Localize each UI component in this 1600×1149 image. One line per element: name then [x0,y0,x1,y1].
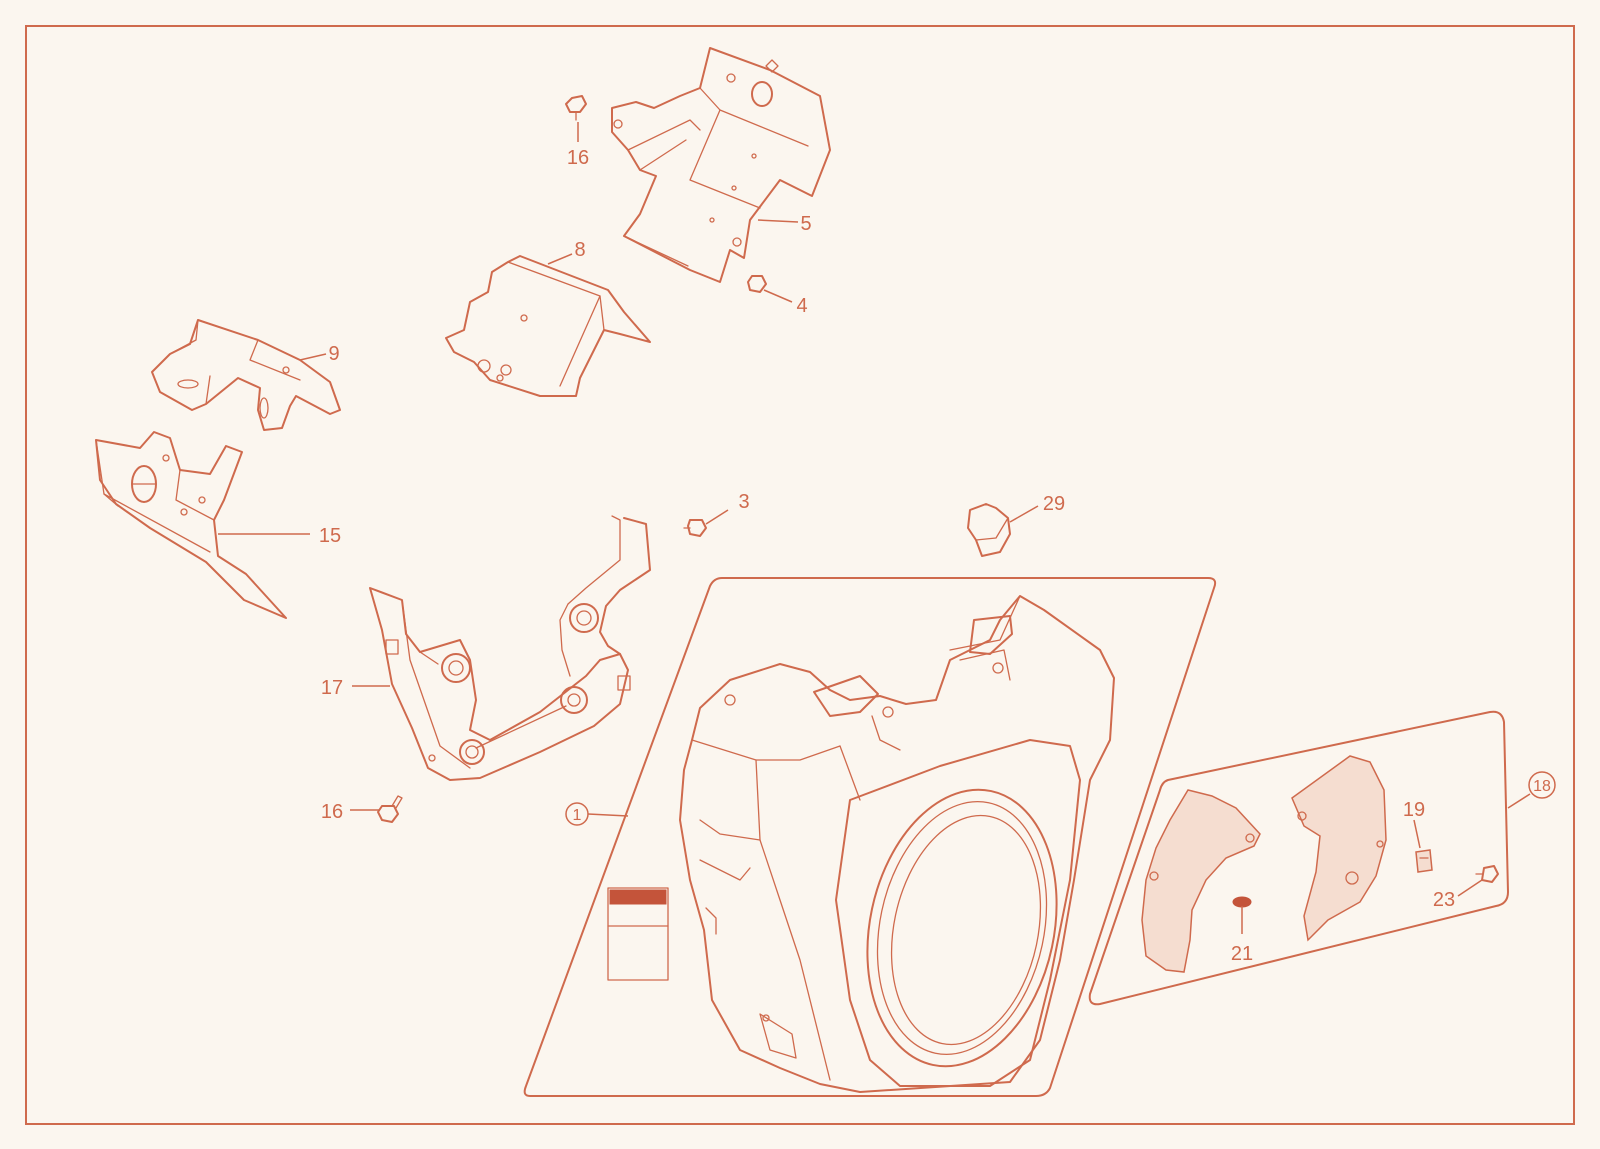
callout-8: 8 [574,239,585,261]
callout-16-top: 16 [567,147,589,169]
callout-29: 29 [1043,493,1065,515]
callout-21: 21 [1231,943,1253,965]
part-8-baffle [445,255,651,397]
callout-17: 17 [321,677,343,699]
assembly-group-18-outline [1088,710,1509,1006]
part-5-bracket [611,47,831,283]
callout-4: 4 [796,295,807,317]
callout-1-circle [565,802,589,826]
callout-19: 19 [1403,799,1425,821]
callout-23: 23 [1433,889,1455,911]
callout-5: 5 [800,213,811,235]
part-19-clip [1415,849,1433,873]
part-17-lower-bracket [369,515,651,781]
part-4-screw [747,275,767,293]
callout-18: 18 [1533,778,1551,795]
diagram-frame [25,25,1575,1125]
callout-16-bottom: 16 [321,801,343,823]
callout-3: 3 [738,491,749,513]
assembly-group-1-outline [523,577,1217,1097]
part-16-bolt-bottom [377,795,403,823]
callout-9: 9 [328,343,339,365]
decal-label-panel [607,887,669,981]
part-9-bracket [151,319,341,431]
part-1-blower-housing [679,595,1115,1093]
callout-18-circle [1528,771,1556,799]
part-21-pad [1232,896,1252,908]
callout-1: 1 [573,807,582,824]
callout-15: 15 [319,525,341,547]
part-18-decal-right [1291,755,1387,942]
part-18-decal-left [1141,789,1261,973]
part-29-grommet [967,503,1011,557]
part-15-shroud-plate [95,431,287,619]
part-3-screw [683,519,707,537]
leader-lines [218,122,1531,934]
part-23-screw [1475,865,1499,883]
part-16-bolt-top [565,95,587,121]
